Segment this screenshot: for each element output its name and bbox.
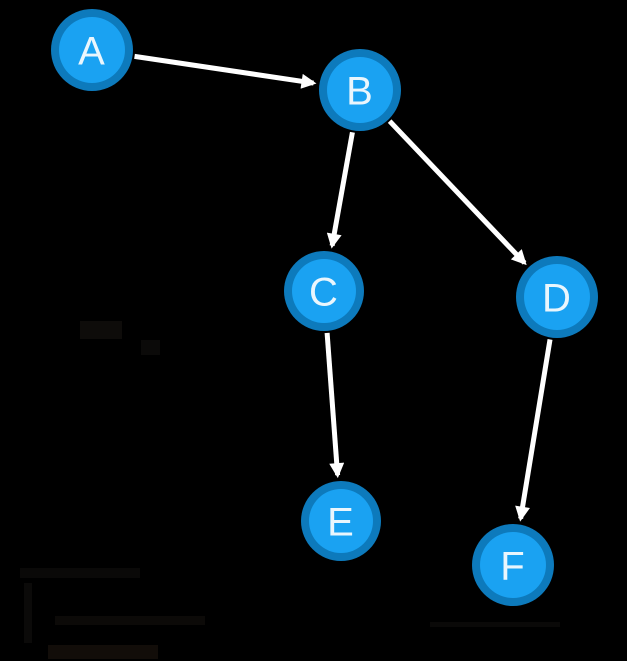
node-D[interactable]: D xyxy=(516,256,598,338)
edge-C-E xyxy=(324,332,345,479)
node-body xyxy=(309,489,373,553)
edge-B-C xyxy=(326,131,355,249)
node-E[interactable]: E xyxy=(301,481,381,561)
edges-layer xyxy=(134,53,553,522)
node-body xyxy=(480,532,546,598)
node-body xyxy=(524,264,590,330)
node-body xyxy=(327,57,393,123)
node-A[interactable]: A xyxy=(51,9,133,91)
edge-D-F xyxy=(515,339,553,522)
node-label: D xyxy=(542,276,572,320)
node-label: B xyxy=(346,69,374,113)
node-body xyxy=(292,259,356,323)
node-label: C xyxy=(309,270,339,314)
node-label: E xyxy=(327,500,355,544)
node-B[interactable]: B xyxy=(319,49,401,131)
node-body xyxy=(59,17,125,83)
edge-B-D xyxy=(387,119,527,266)
node-C[interactable]: C xyxy=(284,251,364,331)
edge-A-B xyxy=(134,53,317,89)
node-label: A xyxy=(78,29,106,73)
nodes-layer: A B C D E F xyxy=(51,9,598,606)
node-label: F xyxy=(500,544,525,588)
node-F[interactable]: F xyxy=(472,524,554,606)
